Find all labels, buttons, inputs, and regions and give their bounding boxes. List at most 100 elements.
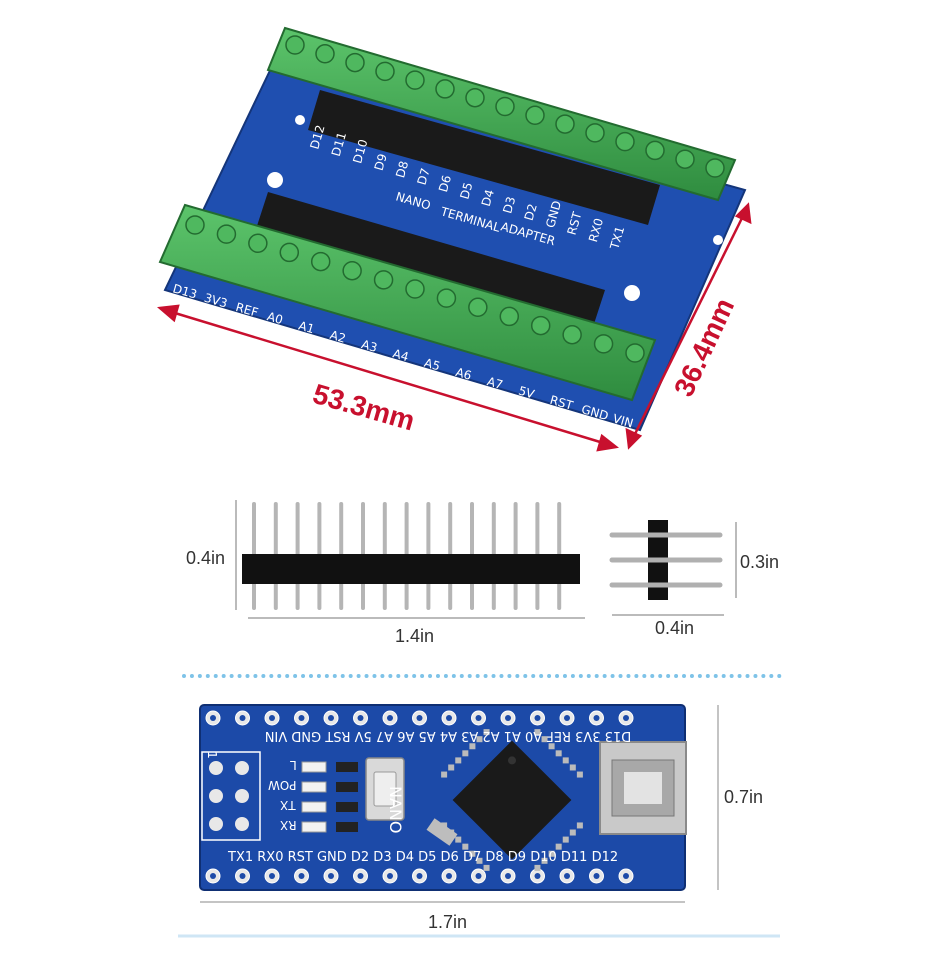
terminal-screw (499, 306, 520, 327)
terminal-screw (625, 343, 645, 363)
bottom-row-label: VIN (611, 411, 635, 430)
terminal-screw (495, 96, 515, 117)
nano-bottom-labels: TX1 RX0 RST GND D2 D3 D4 D5 D6 D7 D8 D9 … (228, 850, 619, 865)
chip-pin (448, 764, 455, 771)
chip-pin (534, 864, 541, 871)
dotted-separator (182, 674, 782, 678)
nano-name: NANO (386, 786, 405, 834)
terminal-screw (593, 334, 614, 354)
bottom-row-label: A4 (391, 346, 410, 364)
resistor (336, 782, 358, 792)
chip-pin (483, 729, 490, 736)
chip-pin (455, 757, 462, 764)
bottom-row-label: A7 (485, 374, 504, 392)
icsp-pad (235, 789, 249, 803)
long-header-body (242, 554, 580, 584)
chip-pin (534, 729, 541, 736)
chip-pin (469, 743, 476, 750)
top-row-label: D7 (415, 166, 433, 186)
terminal-screw (530, 315, 551, 336)
dimension-width-arrow (157, 304, 619, 452)
chip-pin (541, 736, 548, 743)
nano-board-illustration (178, 704, 780, 938)
led-label-tx: TX (280, 798, 296, 812)
chip-pin (555, 750, 562, 757)
terminal-screw (465, 87, 485, 108)
terminal-screw (468, 297, 488, 318)
top-row-label: D2 (522, 202, 540, 222)
chip-pin (476, 736, 483, 743)
icsp-outline (201, 751, 261, 841)
chip-pin (576, 822, 583, 829)
nano-top-labels: D13 3V3 REF A0 A1 A2 A3 A4 A5 A6 A7 5V R… (264, 728, 632, 743)
terminal-screw (345, 52, 365, 73)
bottom-row-label: A6 (454, 365, 473, 383)
top-row-label: RX0 (586, 217, 606, 244)
top-row-label: D8 (393, 159, 411, 179)
top-row-label: D5 (457, 181, 475, 201)
bottom-row-label: A3 (360, 337, 379, 355)
chip-pin (476, 857, 483, 864)
bottom-row-label: D13 (171, 281, 198, 301)
chip-pin (483, 864, 490, 871)
crystal (426, 818, 458, 846)
terminal-screw (279, 242, 300, 263)
led-label-rx: RX (280, 818, 297, 832)
chip-pin (569, 829, 576, 836)
terminal-screw (405, 70, 425, 90)
terminal-screw (525, 105, 545, 126)
chip-pin (462, 750, 469, 757)
chip-pin (569, 764, 576, 771)
dimension-height-arrow (625, 202, 752, 450)
bottom-row-label: A2 (328, 328, 347, 346)
terminal-screw (185, 215, 205, 235)
chip-pin (562, 757, 569, 764)
top-row-label: TX1 (607, 225, 627, 252)
top-row-label: D12 (307, 123, 327, 150)
icsp-pad (209, 789, 223, 803)
terminal-screw (705, 158, 725, 178)
led-label-pow: POW (268, 778, 297, 792)
long-header-height-label: 0.4in (186, 548, 226, 568)
female-header-top (308, 90, 660, 225)
led-label-l: L (290, 758, 297, 772)
chip-pin (555, 843, 562, 850)
nano-width-label: 1.7in (428, 912, 468, 932)
mount-hole (267, 172, 283, 188)
chip-pin (469, 850, 476, 857)
bottom-row-label: A1 (297, 319, 316, 337)
chip-pin (548, 743, 555, 750)
top-row-label: D4 (479, 188, 497, 208)
nano-height-label: 0.7in (724, 787, 764, 807)
icsp-pad (235, 761, 249, 775)
led (301, 801, 327, 813)
header-pins-illustration (235, 500, 737, 619)
led (301, 761, 327, 773)
led (301, 821, 327, 833)
resistor (336, 802, 358, 812)
top-row-label: D9 (372, 152, 390, 172)
terminal-screw (315, 44, 335, 64)
resistor (336, 762, 358, 772)
terminal-screw (216, 224, 237, 244)
bottom-row-label: 5V (517, 384, 537, 402)
top-row-label: D3 (500, 195, 518, 215)
terminal-screw (375, 61, 395, 82)
short-header-width-label: 0.4in (655, 618, 695, 638)
chip-pin (562, 836, 569, 843)
terminal-screw (675, 149, 695, 169)
terminal-screw (373, 270, 394, 290)
bottom-row-label: REF (234, 300, 260, 320)
short-header-height-label: 0.3in (740, 552, 780, 572)
female-header-bottom (255, 192, 605, 330)
terminal-screw (342, 260, 362, 281)
top-row-label: D11 (329, 131, 349, 158)
chip-pin (441, 771, 448, 778)
mount-hole (295, 115, 305, 125)
terminal-screw (248, 233, 268, 254)
chip-pin (576, 771, 583, 778)
top-row-label: RST (565, 210, 585, 237)
long-header-width-label: 1.4in (395, 626, 435, 646)
terminal-screw (435, 79, 455, 99)
